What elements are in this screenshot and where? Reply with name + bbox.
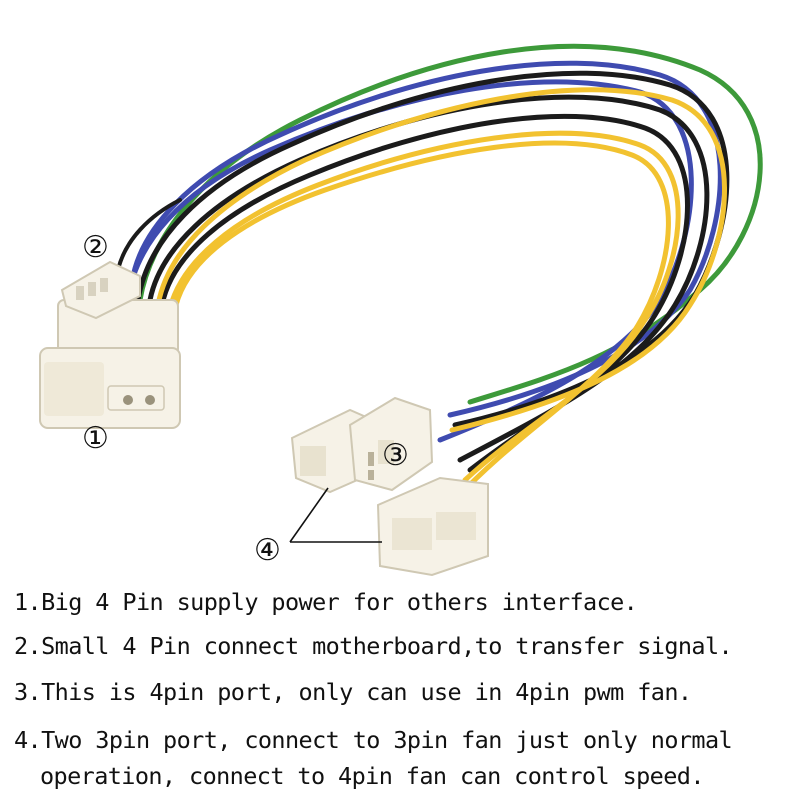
description-text: This is 4pin port, only can use in 4pin …	[41, 678, 692, 706]
fan-3pin-connector-b	[348, 396, 434, 492]
big-4pin-connector	[39, 299, 181, 429]
callout-3-label: ③	[382, 438, 409, 473]
black-wire-2	[147, 94, 710, 463]
description-continuation: operation, connect to 4pin fan can contr…	[40, 762, 704, 790]
callout-4-leaders	[289, 487, 382, 543]
description-text: Two 3pin port, connect to 3pin fan just …	[41, 726, 733, 754]
description-text: Small 4 Pin connect motherboard,to trans…	[41, 632, 733, 660]
description-item-1: 1.Big 4 Pin supply power for others inte…	[14, 584, 794, 620]
wire-bundle	[116, 43, 763, 503]
description-list: 1.Big 4 Pin supply power for others inte…	[0, 584, 800, 800]
description-number: 3.	[14, 678, 42, 706]
small-4pin-connector	[60, 260, 141, 320]
small-connector-lead	[116, 198, 182, 272]
description-item-3: 3.This is 4pin port, only can use in 4pi…	[14, 674, 794, 710]
fan-splitter-cable-illustration	[39, 43, 763, 577]
blue-wire-1	[129, 60, 723, 418]
black-wire-3	[159, 113, 690, 473]
description-text: Big 4 Pin supply power for others interf…	[41, 588, 638, 616]
yellow-wire-3	[173, 140, 671, 503]
callout-2-label: ②	[82, 230, 109, 265]
callout-1-label: ①	[82, 421, 109, 456]
description-number: 1.	[14, 588, 42, 616]
fan-4pin-connector	[376, 476, 489, 577]
callout-4-label: ④	[254, 533, 281, 568]
description-item-4: 4.Two 3pin port, connect to 3pin fan jus…	[14, 722, 794, 794]
black-wire-1	[135, 70, 730, 428]
description-number: 4.	[14, 726, 42, 754]
description-number: 2.	[14, 632, 42, 660]
description-item-2: 2.Small 4 Pin connect motherboard,to tra…	[14, 628, 794, 664]
yellow-wire-1	[155, 87, 727, 433]
